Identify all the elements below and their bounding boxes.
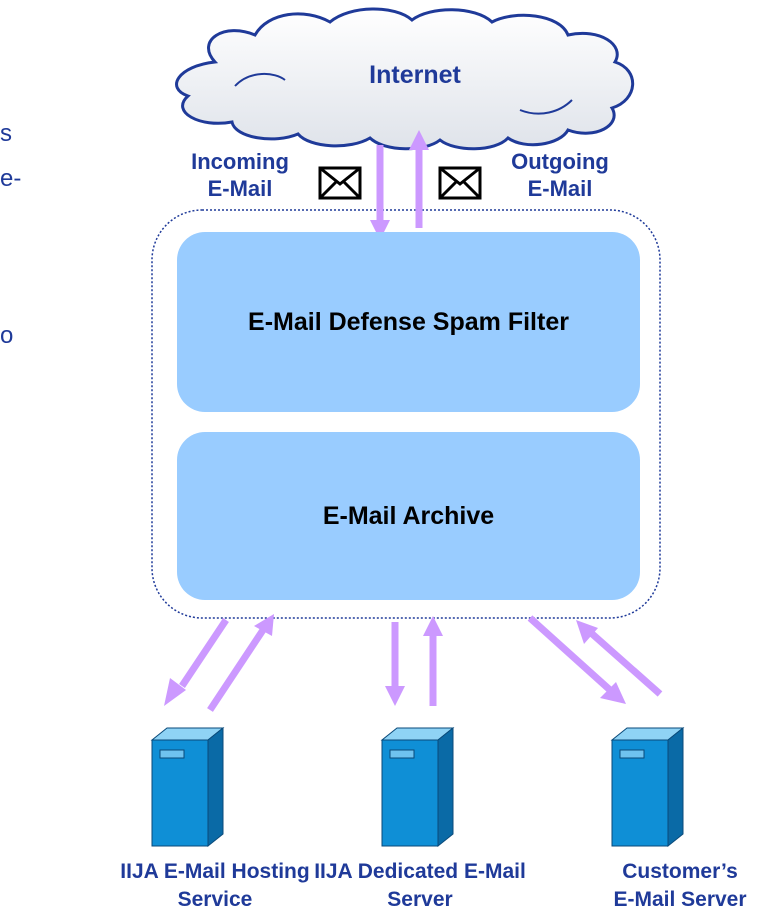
server-customer-line1: Customer’s	[622, 860, 738, 883]
server-label-customer: Customer’s E-Mail Server	[580, 858, 780, 914]
outgoing-envelope-icon	[438, 166, 482, 200]
left-server-down-arrow	[164, 618, 229, 706]
incoming-mail-label: Incoming E-Mail	[170, 148, 310, 202]
middle-server-down-arrow	[385, 622, 405, 706]
server-dedicated-line1: IIJA Dedicated E-Mail	[314, 860, 526, 883]
middle-server-up-arrow	[423, 616, 443, 706]
incoming-arrow	[370, 145, 390, 240]
cutoff-text-1: s	[0, 120, 12, 147]
internet-cloud-icon	[175, 7, 635, 151]
incoming-line1: Incoming	[191, 149, 289, 174]
left-server-up-arrow	[207, 614, 274, 712]
server-hosting-line2: Service	[177, 888, 253, 911]
cutoff-text-3: o	[0, 322, 14, 349]
server-label-dedicated: IIJA Dedicated E-Mail Server	[300, 858, 540, 914]
server-icon-hosting	[150, 726, 225, 848]
outgoing-line2: E-Mail	[527, 176, 593, 201]
outgoing-mail-label: Outgoing E-Mail	[490, 148, 630, 202]
internet-label: Internet	[369, 61, 461, 89]
archive-panel: E-Mail Archive	[177, 432, 640, 600]
cutoff-text-2: e-	[0, 165, 22, 192]
server-icon-dedicated	[380, 726, 455, 848]
incoming-line2: E-Mail	[207, 176, 273, 201]
server-hosting-line1: IIJA E-Mail Hosting	[120, 860, 310, 883]
outgoing-line1: Outgoing	[511, 149, 609, 174]
outgoing-arrow	[409, 130, 429, 228]
server-icon-customer	[610, 726, 685, 848]
server-label-hosting: IIJA E-Mail Hosting Service	[100, 858, 330, 914]
spam-filter-label: E-Mail Defense Spam Filter	[248, 307, 569, 336]
server-dedicated-line2: Server	[387, 888, 453, 911]
incoming-envelope-icon	[318, 166, 362, 200]
archive-label: E-Mail Archive	[322, 501, 495, 530]
right-server-down-arrow	[527, 615, 626, 704]
spam-filter-panel: E-Mail Defense Spam Filter	[177, 232, 640, 412]
system-boundary	[151, 209, 661, 619]
right-server-up-arrow	[576, 620, 663, 697]
server-customer-line2: E-Mail Server	[613, 888, 747, 911]
